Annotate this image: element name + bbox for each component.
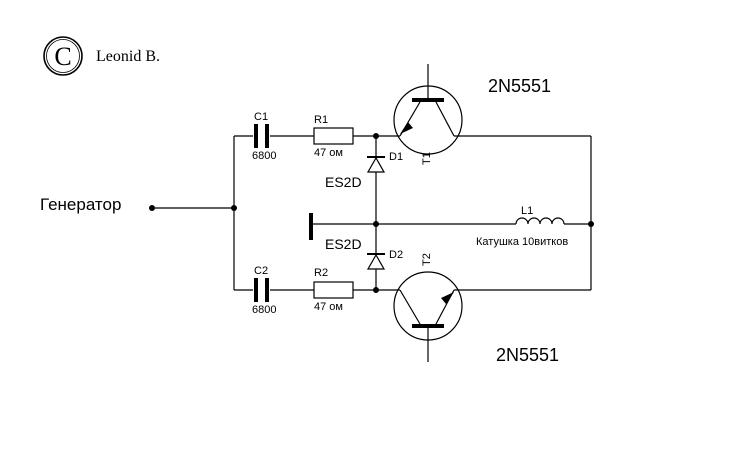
transistor-t2	[393, 271, 463, 362]
t1-part: 2N5551	[488, 76, 551, 96]
d2-part: ES2D	[325, 236, 362, 252]
capacitor-c1	[254, 124, 269, 148]
copyright-mark: C Leonid B.	[43, 36, 160, 76]
l1-ref: L1	[521, 205, 533, 217]
d2-ref: D2	[389, 249, 403, 261]
c1-value: 6800	[252, 150, 276, 162]
capacitor-c2	[254, 278, 269, 302]
t2-part: 2N5551	[496, 345, 559, 365]
resistor-r2	[313, 281, 354, 299]
resistor-r1	[313, 127, 354, 145]
t1-ref: T1	[421, 152, 433, 165]
d1-part: ES2D	[325, 174, 362, 190]
diode-d1	[366, 156, 386, 173]
r1-value: 47 ом	[314, 147, 343, 159]
r1-ref: R1	[314, 114, 328, 126]
l1-desc: Катушка 10витков	[476, 236, 568, 248]
c2-value: 6800	[252, 304, 276, 316]
copyright-symbol: C	[54, 42, 71, 71]
r2-ref: R2	[314, 267, 328, 279]
diode-d2	[366, 253, 386, 270]
c1-ref: C1	[254, 111, 268, 123]
generator-label: Генератор	[40, 195, 121, 214]
junction-dot	[373, 221, 379, 227]
author-name: Leonid B.	[96, 48, 160, 65]
transistor-t1	[393, 64, 463, 155]
r2-value: 47 ом	[314, 301, 343, 313]
c2-ref: C2	[254, 265, 268, 277]
coil-l1	[515, 217, 565, 225]
t2-ref: T2	[421, 253, 433, 266]
d1-ref: D1	[389, 151, 403, 163]
